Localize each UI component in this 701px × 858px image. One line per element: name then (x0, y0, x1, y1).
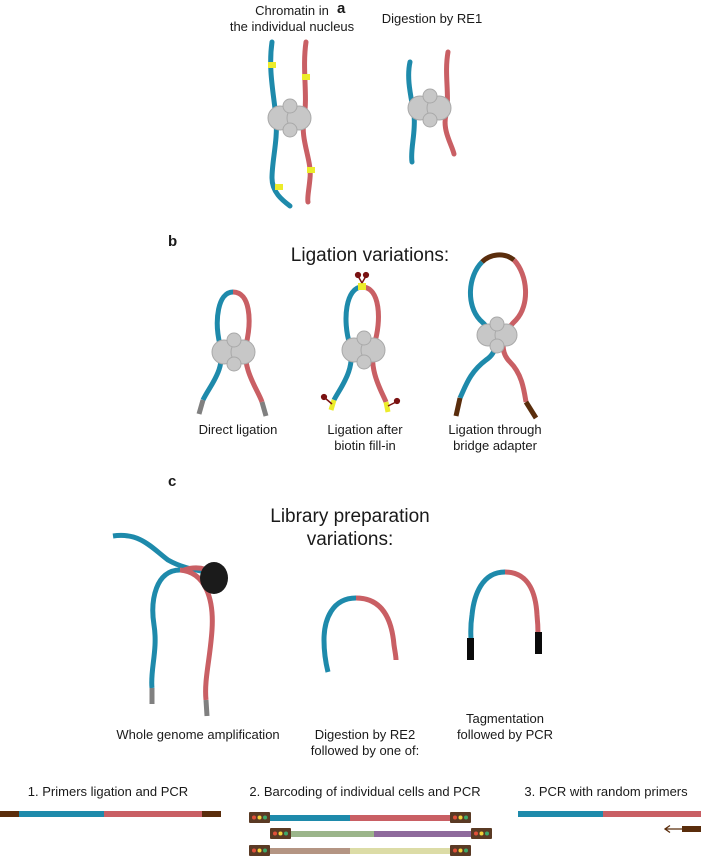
bridge-adapter (480, 252, 516, 264)
biotin-fill-in-site (328, 399, 337, 411)
cell-barcode (249, 845, 270, 856)
restriction-site (275, 184, 283, 190)
barcoded-fragment (270, 828, 492, 839)
red-ligated-strand (504, 569, 541, 635)
biotin-fill-in-site (358, 283, 366, 290)
green-fragment (291, 831, 374, 837)
digested-fiber-pair (406, 49, 457, 165)
ligation-end (203, 699, 210, 717)
bridge-adapter (453, 397, 463, 417)
ligation-end (259, 401, 269, 417)
tagmentation-diagram (467, 569, 542, 660)
tagmentation-label: Tagmentation followed by PCR (456, 711, 554, 742)
barcoded-fragment (249, 812, 471, 823)
tagmentation-adapter (467, 638, 474, 660)
cell-barcode (249, 812, 270, 823)
blue-ligated-strand (149, 567, 181, 689)
red-ligated-strand (355, 595, 399, 661)
panel-b-letter: b (168, 233, 178, 250)
blue-fragment (19, 811, 104, 817)
wga-diagram (112, 532, 228, 717)
blue-chromatin-strand (268, 39, 293, 209)
digestion-re1-label: Digestion by RE1 (381, 11, 483, 26)
polymerase (200, 562, 228, 594)
re2-digestion-label: Digestion by RE2 followed by one of: (310, 727, 420, 758)
blue-fragment (270, 815, 350, 821)
purple-fragment (374, 831, 471, 837)
cell-barcode (450, 812, 471, 823)
option-2-label: 2. Barcoding of individual cells and PCR (249, 784, 481, 799)
library-preparation-title: Library preparation variations: (270, 506, 430, 550)
restriction-site (307, 167, 315, 173)
nucleosome (341, 330, 386, 370)
ligation-end (196, 399, 206, 415)
restriction-site (268, 62, 276, 68)
blue-fragment (518, 811, 603, 817)
cell-barcode (471, 828, 492, 839)
cell-barcode (450, 845, 471, 856)
nucleosome (267, 98, 312, 138)
blue-ligated-strand (321, 595, 357, 673)
barcoded-fragment (249, 845, 471, 856)
yellow-fragment (350, 848, 450, 854)
blue-ligated-strand (468, 569, 506, 641)
nucleosome (211, 332, 256, 372)
option-3-label: 3. PCR with random primers (524, 784, 688, 799)
primer-arrow-icon (663, 824, 682, 834)
random-primer (682, 826, 701, 832)
bridge-adapter-diagram (453, 252, 539, 420)
biotin-fill-in-label: Ligation after biotin fill-in (327, 422, 403, 453)
biotin-fill-in-site (383, 401, 391, 413)
red-ligated-strand (179, 567, 215, 701)
tagmentation-adapter (535, 632, 542, 654)
re2-digestion-diagram (321, 595, 399, 673)
option-1-label: 1. Primers ligation and PCR (27, 784, 189, 799)
panel-a-letter: a (337, 0, 346, 17)
biotin-ligation-diagram (320, 271, 401, 413)
primers-ligation-fragment (0, 811, 221, 817)
restriction-site (302, 74, 310, 80)
panel-c-letter: c (168, 473, 177, 490)
chromatin-fiber-pair (267, 39, 315, 209)
random-primer-fragment (518, 811, 701, 834)
ligation-variations-title: Ligation variations: (290, 245, 450, 266)
nucleosome (407, 88, 452, 128)
direct-ligation-diagram (196, 289, 269, 417)
primer-adapter (0, 811, 19, 817)
chromatin-label: Chromatin in the individual nucleus (229, 3, 355, 34)
red-fragment (603, 811, 701, 817)
bridge-adapter (523, 400, 539, 420)
nucleosome (476, 316, 518, 354)
red-fragment (350, 815, 450, 821)
primer-adapter (202, 811, 221, 817)
direct-ligation-label: Direct ligation (198, 422, 278, 437)
tan-fragment (270, 848, 350, 854)
bridge-adapter-label: Ligation through bridge adapter (448, 422, 542, 453)
cell-barcode (270, 828, 291, 839)
wga-label: Whole genome amplification (116, 727, 280, 742)
red-fragment (104, 811, 202, 817)
biotin-marker (320, 271, 401, 407)
